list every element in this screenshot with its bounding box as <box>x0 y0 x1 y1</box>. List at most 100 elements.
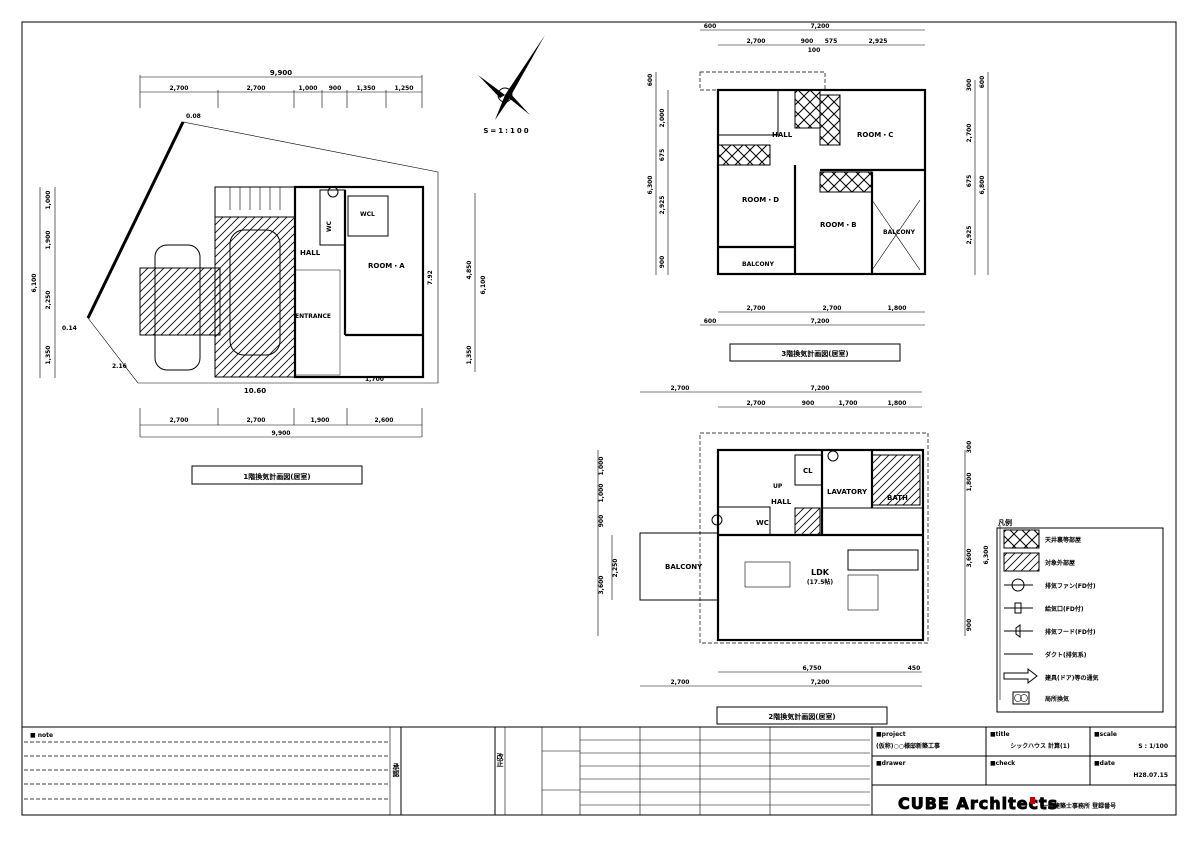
title-value: シックハウス 計算(1) <box>1010 742 1070 750</box>
dim: 900 <box>801 38 814 45</box>
dim: 450 <box>908 665 921 672</box>
dim: 3,600 <box>598 576 605 595</box>
exhaust-fan-icon <box>711 514 723 526</box>
dim: 600 <box>704 318 717 325</box>
door-airflow-arrow-icon <box>1003 667 1038 685</box>
legend-label: 局所換気 <box>1044 695 1069 703</box>
dim: 2,700 <box>247 85 266 92</box>
room-label-balcony: BALCONY <box>665 563 703 571</box>
dim: 2,700 <box>170 417 189 424</box>
site-dim: 2.16 <box>112 363 127 370</box>
floor-plan-2f: 2,700 7,200 2,700 900 1,700 1,800 HALL C… <box>597 385 1001 725</box>
dim: 575 <box>825 38 838 45</box>
dim: 2,700 <box>671 385 690 392</box>
room-label-room-d: ROOM・D <box>742 196 779 204</box>
room-label-wc: WC <box>756 519 769 527</box>
company-logo: CUBE Architects <box>898 794 1058 814</box>
dim: 6,300 <box>983 546 990 565</box>
supply-vent-icon <box>1004 602 1033 614</box>
project-value: (仮称)○○様邸新築工事 <box>876 742 940 750</box>
site-dim: 0.14 <box>62 325 77 332</box>
dim: 7,200 <box>811 318 830 325</box>
dim: 600 <box>979 76 986 89</box>
dim: 3,600 <box>966 549 973 568</box>
room-label-room-c: ROOM・C <box>857 131 893 139</box>
dim: 1,000 <box>598 457 605 476</box>
legend-label: 排気ファン(FD付) <box>1045 582 1096 590</box>
dim: 1,350 <box>466 346 473 365</box>
dim: 300 <box>966 79 973 92</box>
check-label: ■check <box>990 760 1016 767</box>
legend-label: ダクト(排気系) <box>1045 651 1087 659</box>
title-label: ■title <box>990 731 1010 738</box>
dim: 600 <box>704 23 717 30</box>
room-label-room-b: ROOM・B <box>820 221 857 229</box>
dim: 1,350 <box>357 85 376 92</box>
room-label-ldk-area: (17.5帖) <box>807 578 834 586</box>
legend-label: 天井裏等部屋 <box>1045 536 1081 544</box>
room-label-room-a: ROOM・A <box>368 262 405 270</box>
dim: 1,000 <box>45 191 52 210</box>
dim: 1,800 <box>966 473 973 492</box>
room-label-balcony: BALCONY <box>883 229 916 236</box>
dim: 7,200 <box>811 23 830 30</box>
room-label-wcl: WCL <box>360 211 375 218</box>
room-label-lavatory: LAVATORY <box>827 488 868 496</box>
dim: 1,800 <box>888 400 907 407</box>
dim: 6,100 <box>480 276 487 295</box>
dim: 9,900 <box>272 430 291 437</box>
dim: 7,200 <box>811 385 830 392</box>
dim: 2,600 <box>375 417 394 424</box>
north-arrow-icon <box>478 35 545 120</box>
dim: 2,925 <box>869 38 888 45</box>
plan-title-3f: 3階換気計画図(居室) <box>781 349 848 358</box>
site-dim: 1,700 <box>365 376 384 383</box>
room-label-hall: HALL <box>300 249 321 257</box>
dim: 1,350 <box>45 346 52 365</box>
dim: 2,700 <box>966 124 973 143</box>
dim: 2,700 <box>823 305 842 312</box>
cross-hatch-icon <box>1003 529 1040 549</box>
site-dim: 0.08 <box>186 113 201 120</box>
exhaust-fan-icon <box>327 186 339 198</box>
plan-title-2f: 2階換気計画図(居室) <box>768 712 835 721</box>
floor-plan-1f: 9,900 2,700 2,700 1,000 900 1,350 1,250 … <box>31 69 487 485</box>
legend-label: 建具(ドア)等の通気 <box>1045 674 1099 682</box>
dim: 900 <box>659 256 666 269</box>
legend-title: 凡例 <box>998 518 1012 527</box>
scale-label: ■scale <box>1094 731 1117 738</box>
floor-plan-3f: 600 7,200 2,700 900 575 2,925 100 HALL R… <box>647 23 989 362</box>
date-value: H28.07.15 <box>1133 772 1168 779</box>
sheet-border <box>21 21 1177 816</box>
room-label-bath: BATH <box>887 494 908 502</box>
room-label-ldk: LDK <box>811 568 830 577</box>
title-block: ■ note 承認 改正 ■project (仮称)○○様邸新築工事 ■titl… <box>22 726 1176 815</box>
dim: 900 <box>329 85 342 92</box>
dim: 6,100 <box>31 274 38 293</box>
dim: 675 <box>659 149 666 162</box>
dim: 2,700 <box>747 400 766 407</box>
dim: 100 <box>808 47 821 54</box>
dim: 1,000 <box>299 85 318 92</box>
legend: 凡例 天井裏等部屋 対象外部屋 排気ファン(FD付) 給気口(FD付) 排気フー… <box>996 518 1164 713</box>
stair-up-label: UP <box>773 483 783 490</box>
dim: 2,925 <box>966 226 973 245</box>
exhaust-hood-icon <box>1004 624 1033 638</box>
dim: 1,250 <box>395 85 414 92</box>
office-registration: 一級建築士事務所 登録番号 <box>1042 802 1116 810</box>
dim: 2,925 <box>659 196 666 215</box>
dim: 4,850 <box>466 261 473 280</box>
dim: 1,900 <box>311 417 330 424</box>
legend-label: 対象外部屋 <box>1044 559 1075 567</box>
side-label: 改正 <box>496 752 505 768</box>
dim: 2,250 <box>45 291 52 310</box>
dim: 300 <box>966 441 973 454</box>
exhaust-fan-icon <box>827 450 839 462</box>
dim: 1,700 <box>839 400 858 407</box>
room-label-cl: CL <box>803 467 813 475</box>
date-label: ■date <box>1094 760 1115 767</box>
dim: 6,750 <box>803 665 822 672</box>
drawer-label: ■drawer <box>876 760 906 767</box>
dim: 1,000 <box>598 484 605 503</box>
site-dim: 10.60 <box>244 387 266 395</box>
